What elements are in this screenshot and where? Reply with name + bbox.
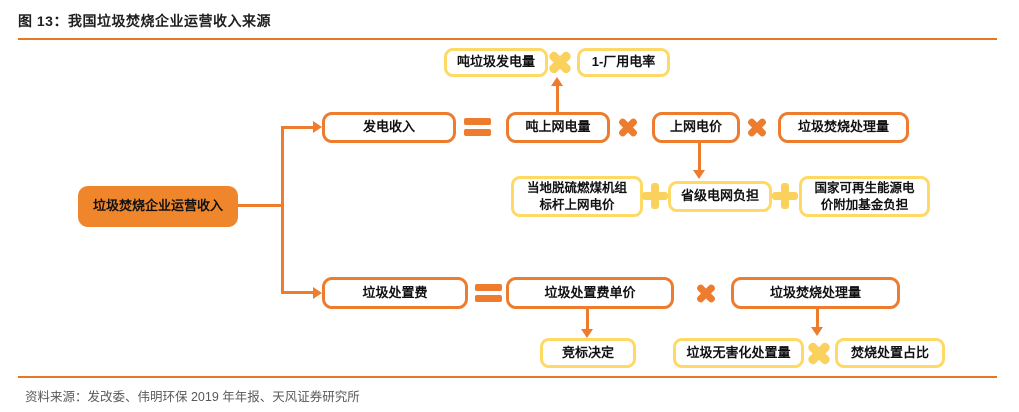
connector-unit-price-line — [586, 309, 589, 329]
connector-grid-price-line — [698, 143, 701, 170]
node-harmless-disposal-volume: 垃圾无害化处置量 — [673, 338, 804, 368]
arrow-up-icon — [551, 77, 563, 86]
node-disposal-fee: 垃圾处置费 — [322, 277, 468, 309]
node-root-revenue: 垃圾焚烧企业运营收入 — [78, 186, 238, 227]
equals-icon — [464, 117, 491, 137]
arrow-down-icon — [811, 327, 823, 336]
node-ton-power-generation: 吨垃圾发电量 — [444, 48, 548, 77]
title-divider — [18, 38, 997, 40]
node-burn-volume-bottom: 垃圾焚烧处理量 — [731, 277, 900, 309]
node-grid-price: 上网电价 — [652, 112, 740, 143]
node-disposal-unit-price: 垃圾处置费单价 — [506, 277, 674, 309]
plus-icon — [642, 183, 668, 209]
node-ton-grid-power: 吨上网电量 — [506, 112, 610, 143]
node-coal-benchmark-price: 当地脱硫燃煤机组 标杆上网电价 — [511, 176, 643, 217]
figure-source: 资料来源：发改委、伟明环保 2019 年年报、天风证券研究所 — [25, 390, 360, 404]
node-bid-decision: 竞标决定 — [540, 338, 636, 368]
arrow-down-icon — [581, 329, 593, 338]
arrow-right-icon — [313, 287, 322, 299]
node-provincial-grid-burden: 省级电网负担 — [668, 181, 772, 212]
arrow-right-icon — [313, 121, 322, 133]
connector-root-line — [237, 204, 283, 207]
plus-icon — [772, 183, 798, 209]
multiply-icon — [746, 116, 768, 138]
node-burn-disposal-ratio: 焚烧处置占比 — [835, 338, 945, 368]
connector-top-branch-line — [281, 126, 314, 129]
node-power-income: 发电收入 — [322, 112, 456, 143]
node-national-renewable-fund: 国家可再生能源电 价附加基金负担 — [799, 176, 930, 217]
multiply-icon — [617, 116, 639, 138]
figure-title: 图 13：我国垃圾焚烧企业运营收入来源 — [18, 13, 271, 29]
multiply-icon — [695, 282, 717, 304]
connector-bottom-branch-line — [281, 291, 314, 294]
node-burn-volume-top: 垃圾焚烧处理量 — [778, 112, 909, 143]
connector-branch-line — [281, 126, 284, 294]
connector-burn-volume-line — [816, 309, 819, 327]
equals-icon — [475, 283, 502, 303]
bottom-divider — [18, 376, 997, 378]
node-plant-use-rate: 1-厂用电率 — [577, 48, 670, 77]
multiply-icon — [547, 49, 573, 75]
arrow-down-icon — [693, 170, 705, 179]
multiply-icon — [806, 340, 832, 366]
connector-ton-grid-power-line — [556, 84, 559, 112]
